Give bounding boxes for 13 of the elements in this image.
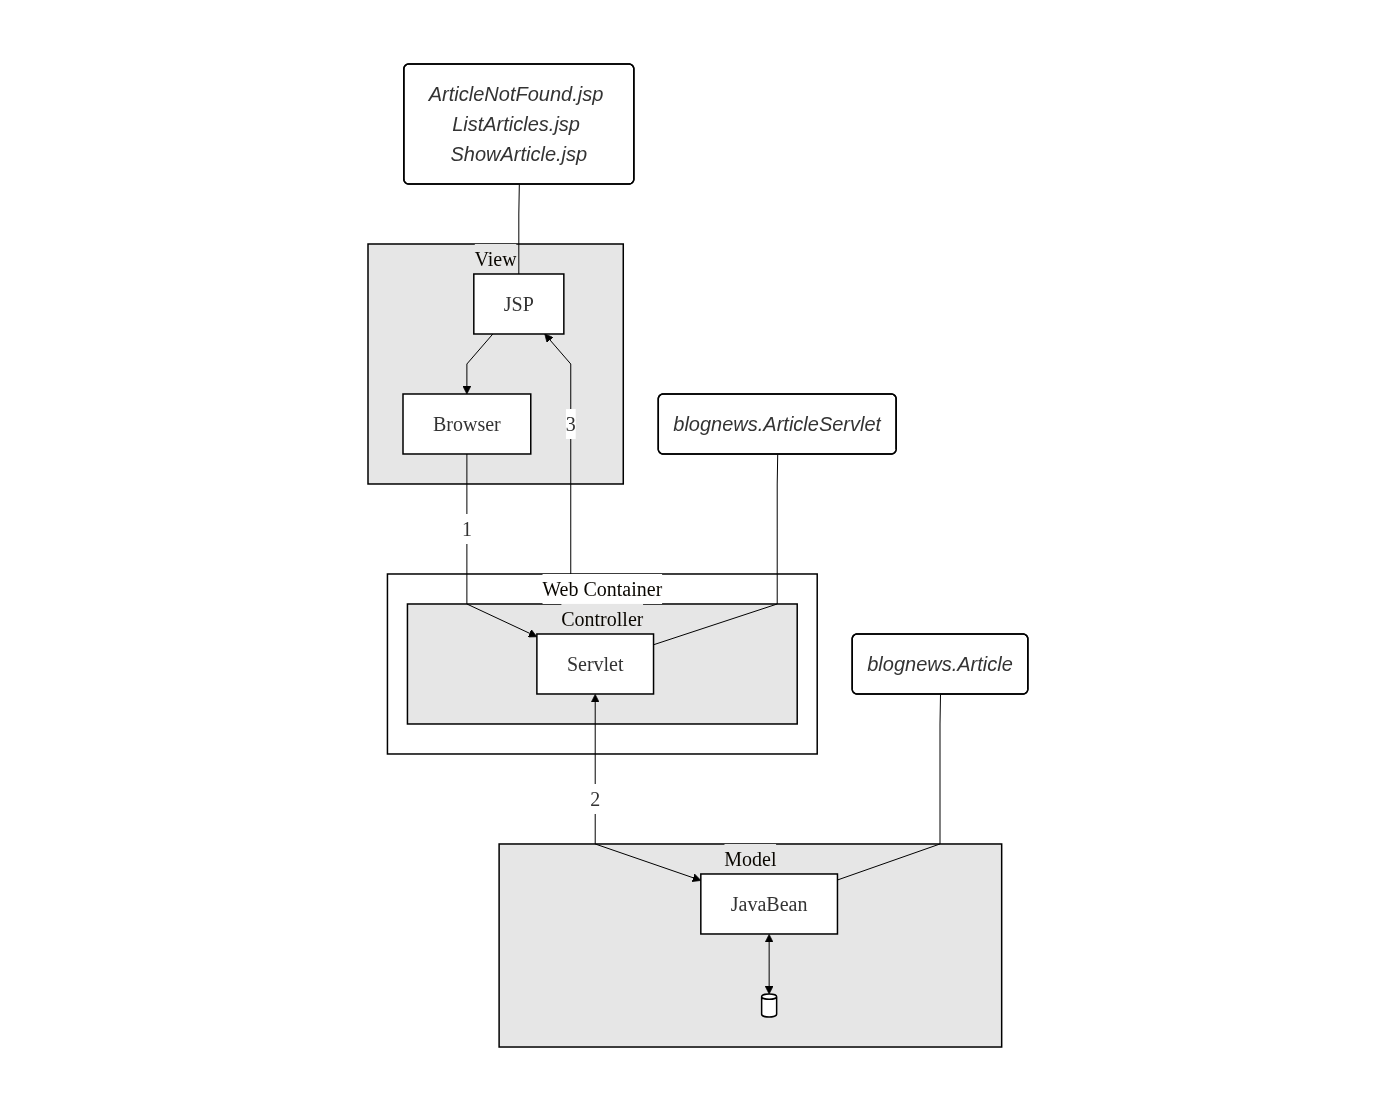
node-box: JavaBean bbox=[700, 873, 839, 935]
edge-label: 1 bbox=[461, 517, 472, 540]
connector bbox=[837, 693, 942, 881]
connector bbox=[518, 184, 520, 275]
edge-label: 2 bbox=[590, 787, 601, 810]
node-box: Servlet bbox=[536, 633, 655, 695]
edge-label: 3 bbox=[565, 412, 576, 435]
arrow bbox=[462, 333, 494, 395]
connector bbox=[653, 454, 779, 646]
node-box: Browser bbox=[402, 393, 532, 455]
arrow bbox=[764, 933, 774, 995]
node-cylinder bbox=[760, 993, 778, 1018]
node-box: JSP bbox=[473, 273, 565, 335]
